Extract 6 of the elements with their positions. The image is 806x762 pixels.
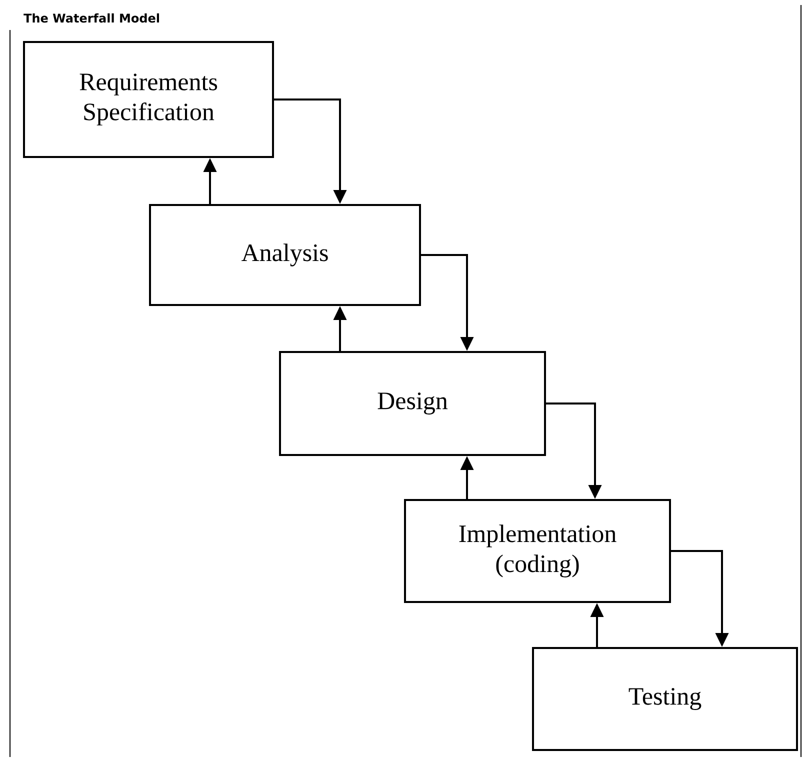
process-box: Design: [279, 351, 546, 456]
process-box: Requirements Specification: [23, 41, 274, 158]
process-box: Testing: [532, 647, 798, 751]
process-box: Implementation (coding): [404, 499, 671, 603]
process-box: Analysis: [149, 204, 421, 306]
title: The Waterfall Model: [24, 13, 160, 23]
